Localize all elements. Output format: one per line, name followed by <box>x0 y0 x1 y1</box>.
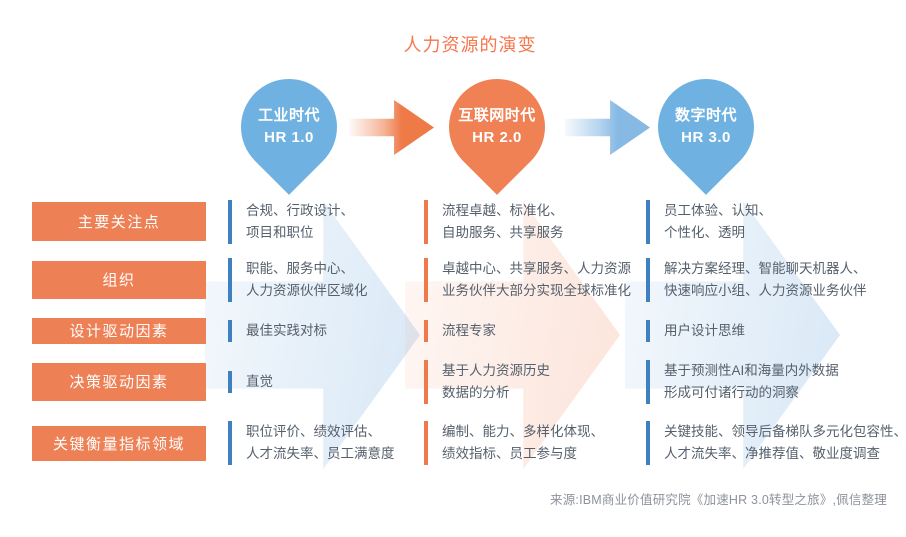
cell-line: 形成可付诸行动的洞察 <box>664 384 799 400</box>
cell-line: 绩效指标、员工参与度 <box>442 446 577 461</box>
accent-bar <box>424 257 428 302</box>
row-label-design-drivers: 设计驱动因素 <box>32 317 206 344</box>
row-label-key-metrics: 关键衡量指标领域 <box>32 425 206 461</box>
cell-line: 项目和职位 <box>246 224 314 240</box>
cell-line: 职位评价、绩效评估、 <box>246 424 381 439</box>
accent-bar <box>646 199 650 244</box>
era-name: 数字时代 <box>674 107 737 124</box>
matrix-cell: 流程专家 <box>424 319 646 342</box>
cell-line: 流程专家 <box>442 322 496 338</box>
comparison-matrix: 主要关注点 合规、行政设计、 项目和职位 流程卓越、标准化、 自助服务、共享服务… <box>32 193 906 475</box>
cell-line: 基于人力资源历史 <box>442 362 550 378</box>
row-label-organization: 组织 <box>32 260 206 299</box>
matrix-cell: 用户设计思维 <box>646 319 906 342</box>
page-title: 人力资源的演变 <box>403 35 537 55</box>
cell-line: 基于预测性AI和海量内外数据 <box>664 362 839 378</box>
matrix-cell: 流程卓越、标准化、 自助服务、共享服务 <box>424 199 646 244</box>
era-version: HR 2.0 <box>472 129 522 146</box>
cell-line: 自助服务、共享服务 <box>442 224 564 240</box>
accent-bar <box>646 359 650 404</box>
row-label-focus: 主要关注点 <box>32 202 206 241</box>
era-name: 工业时代 <box>257 107 320 124</box>
matrix-cell: 直觉 <box>228 370 424 393</box>
matrix-cell: 基于预测性AI和海量内外数据 形成可付诸行动的洞察 <box>646 359 906 404</box>
accent-bar <box>228 257 232 302</box>
matrix-cell: 编制、能力、多样化体现、 绩效指标、员工参与度 <box>424 421 646 465</box>
accent-bar <box>424 421 428 465</box>
matrix-cell: 职能、服务中心、 人力资源伙伴区域化 <box>228 257 424 302</box>
accent-bar <box>228 319 232 342</box>
matrix-cell: 合规、行政设计、 项目和职位 <box>228 199 424 244</box>
era-name: 互联网时代 <box>458 107 536 124</box>
cell-line: 合规、行政设计、 <box>246 202 354 218</box>
cell-line: 个性化、透明 <box>664 224 745 240</box>
accent-bar <box>646 319 650 342</box>
accent-bar <box>424 199 428 244</box>
accent-bar <box>228 199 232 244</box>
cell-line: 最佳实践对标 <box>246 322 327 338</box>
accent-bar <box>424 359 428 404</box>
cell-line: 人力资源伙伴区域化 <box>246 282 368 298</box>
matrix-cell: 基于人力资源历史 数据的分析 <box>424 359 646 404</box>
cell-line: 人才流失率、员工满意度 <box>246 446 395 461</box>
era-pin-hr2: 互联网时代 HR 2.0 <box>429 59 565 195</box>
cell-line: 关键技能、领导后备梯队多元化包容性、 <box>664 424 906 439</box>
source-note: 来源:IBM商业价值研究院《加速HR 3.0转型之旅》,佩信整理 <box>550 493 887 507</box>
cell-line: 快速响应小组、人力资源业务伙伴 <box>664 282 867 298</box>
right-arrow-icon <box>565 100 650 155</box>
cell-line: 用户设计思维 <box>664 322 745 338</box>
accent-bar <box>646 257 650 302</box>
era-version: HR 3.0 <box>681 129 731 146</box>
cell-line: 解决方案经理、智能聊天机器人、 <box>664 260 867 276</box>
cell-line: 员工体验、认知、 <box>664 202 772 218</box>
cell-line: 职能、服务中心、 <box>246 260 354 276</box>
row-label-decision-drivers: 决策驱动因素 <box>32 362 206 401</box>
cell-line: 人才流失率、净推荐值、敬业度调查 <box>664 446 880 461</box>
accent-bar <box>646 421 650 465</box>
matrix-cell: 卓越中心、共享服务、人力资源 业务伙伴大部分实现全球标准化 <box>424 257 646 302</box>
cell-line: 流程卓越、标准化、 <box>442 202 564 218</box>
accent-bar <box>228 421 232 465</box>
matrix-cell: 最佳实践对标 <box>228 319 424 342</box>
cell-line: 卓越中心、共享服务、人力资源 <box>442 260 631 276</box>
cell-line: 数据的分析 <box>442 384 510 400</box>
right-arrow-icon <box>349 100 434 155</box>
matrix-cell: 职位评价、绩效评估、 人才流失率、员工满意度 <box>228 421 424 465</box>
matrix-cell: 关键技能、领导后备梯队多元化包容性、 人才流失率、净推荐值、敬业度调查 <box>646 421 906 465</box>
cell-line: 直觉 <box>246 373 273 389</box>
cell-line: 编制、能力、多样化体现、 <box>442 424 604 439</box>
cell-line: 业务伙伴大部分实现全球标准化 <box>442 282 631 298</box>
matrix-cell: 员工体验、认知、 个性化、透明 <box>646 199 906 244</box>
accent-bar <box>424 319 428 342</box>
era-version: HR 1.0 <box>264 129 314 146</box>
era-pin-hr1: 工业时代 HR 1.0 <box>221 59 357 195</box>
era-pin-hr3: 数字时代 HR 3.0 <box>638 59 774 195</box>
accent-bar <box>228 370 232 393</box>
matrix-cell: 解决方案经理、智能聊天机器人、 快速响应小组、人力资源业务伙伴 <box>646 257 906 302</box>
